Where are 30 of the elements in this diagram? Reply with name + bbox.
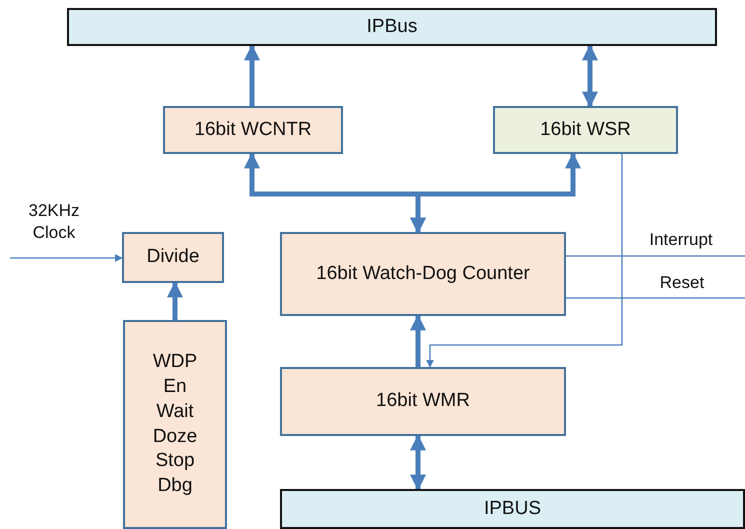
arrow — [244, 44, 260, 106]
bus-bar — [280, 489, 745, 529]
node-label: 16bit Watch-Dog Counter — [316, 262, 530, 286]
signal-line — [566, 255, 745, 257]
register-box — [280, 367, 566, 436]
arrow — [582, 44, 598, 108]
arrow — [410, 434, 426, 491]
node-label: 16bit WCNTR — [194, 118, 312, 142]
process-box — [122, 232, 224, 283]
arrow — [426, 154, 623, 368]
node-label: IPBUS — [484, 496, 542, 521]
control-bits-box — [123, 320, 227, 529]
signal-line — [566, 297, 745, 299]
node-label: Doze — [152, 424, 198, 448]
bus-bar — [67, 8, 717, 46]
node-label: En — [163, 375, 187, 400]
register-box — [493, 106, 678, 154]
arrow — [10, 254, 123, 262]
node-label: Stop — [155, 449, 195, 474]
node-label: Dbg — [158, 474, 192, 498]
node-label: Wait — [156, 400, 194, 424]
node-label: WDP — [152, 350, 198, 374]
node-label: Divide — [146, 245, 200, 270]
arrow — [410, 314, 426, 367]
counter-box — [280, 232, 566, 316]
register-box — [163, 106, 343, 154]
node-label: 16bit WMR — [376, 389, 470, 414]
node-label: IPBus — [366, 14, 418, 39]
arrow — [167, 281, 183, 320]
node-label: 16bit WSR — [540, 118, 631, 142]
